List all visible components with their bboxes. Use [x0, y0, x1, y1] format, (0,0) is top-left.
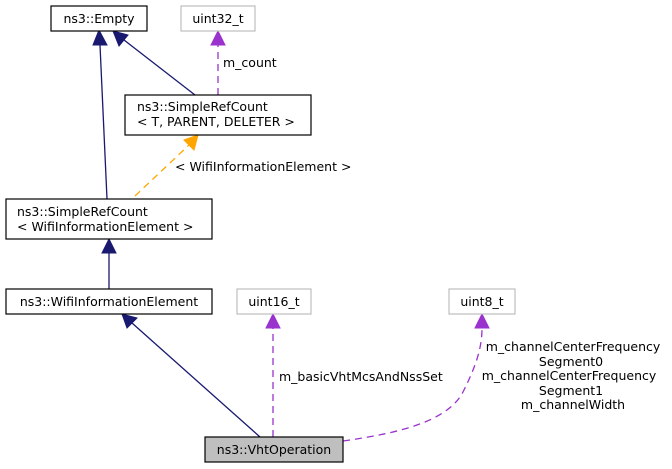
inheritance-arrowhead — [112, 30, 129, 47]
node-uint32: uint32_t — [180, 5, 256, 32]
svg-text:ns3::Empty: ns3::Empty — [63, 11, 135, 26]
svg-text:uint16_t: uint16_t — [248, 294, 299, 309]
svg-text:< T, PARENT, DELETER >: < T, PARENT, DELETER > — [137, 114, 295, 129]
svg-text:< WifiInformationElement >: < WifiInformationElement > — [17, 219, 193, 234]
template-arrowhead — [183, 134, 199, 151]
svg-text:uint8_t: uint8_t — [460, 294, 503, 309]
inheritance-arrowhead — [92, 28, 108, 46]
node-ns3-empty[interactable]: ns3::Empty — [50, 5, 148, 32]
svg-text:ns3::VhtOperation: ns3::VhtOperation — [217, 442, 331, 457]
edge-wie-to-srcwifi — [101, 237, 117, 289]
edge-srcwifi-to-empty — [92, 28, 108, 200]
edge-uint8-to-vht: m_channelCenterFrequency Segment0 m_chan… — [342, 312, 665, 442]
edge-label-basic-mcs: m_basicVhtMcsAndNssSet — [279, 369, 443, 384]
edge-template-instance: < WifiInformationElement > — [134, 134, 351, 197]
svg-text:ns3::SimpleRefCount: ns3::SimpleRefCount — [137, 99, 268, 114]
node-simple-ref-count-wifi[interactable]: ns3::SimpleRefCount < WifiInformationEle… — [5, 198, 213, 240]
usage-arrowhead — [265, 312, 281, 329]
svg-text:uint32_t: uint32_t — [192, 11, 243, 26]
node-wifi-information-element[interactable]: ns3::WifiInformationElement — [5, 288, 213, 315]
usage-arrowhead — [474, 312, 490, 329]
edge-uint32-to-srcgeneric: m_count — [210, 29, 277, 95]
usage-arrowhead — [210, 29, 226, 46]
node-simple-ref-count-generic[interactable]: ns3::SimpleRefCount < T, PARENT, DELETER… — [124, 94, 312, 136]
edge-uint16-to-vht: m_basicVhtMcsAndNssSet — [265, 312, 443, 437]
svg-text:ns3::SimpleRefCount: ns3::SimpleRefCount — [17, 204, 148, 219]
edge-vht-to-wie — [121, 313, 261, 438]
node-uint16: uint16_t — [236, 288, 312, 315]
edge-srcgeneric-to-empty — [112, 30, 196, 96]
inheritance-arrowhead — [101, 237, 117, 254]
edge-label-template-arg: < WifiInformationElement > — [175, 159, 351, 174]
svg-text:ns3::WifiInformationElement: ns3::WifiInformationElement — [20, 294, 198, 309]
node-vht-operation: ns3::VhtOperation — [204, 436, 344, 463]
edge-label-uint8-members: m_channelCenterFrequency Segment0 m_chan… — [482, 339, 665, 412]
inheritance-arrowhead — [121, 313, 138, 329]
node-uint8: uint8_t — [448, 288, 516, 315]
edge-label-m-count: m_count — [223, 55, 277, 70]
